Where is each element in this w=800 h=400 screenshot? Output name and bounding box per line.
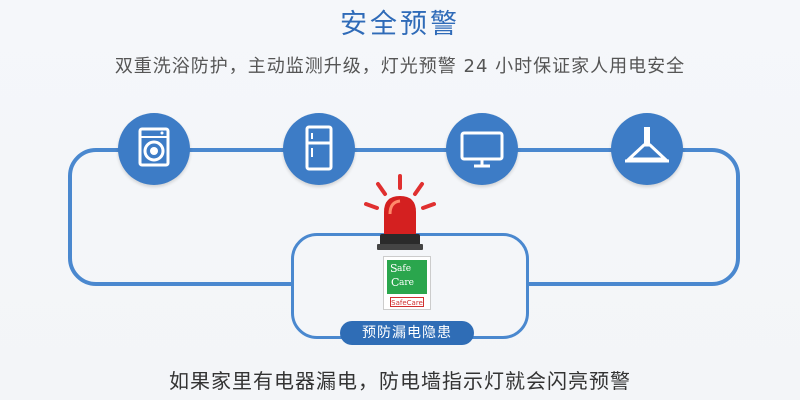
caption: 如果家里有电器漏电，防电墙指示灯就会闪亮预警 <box>169 369 631 393</box>
leak-prevention-badge: 预防漏电隐患 <box>340 321 474 345</box>
brand-mark: SafeCare <box>390 297 424 307</box>
warning-beacon-icon <box>360 172 440 254</box>
washing-machine-icon <box>118 113 190 185</box>
page-title: 安全预警 <box>340 9 460 40</box>
refrigerator-icon <box>283 113 355 185</box>
page-subtitle: 双重洗浴防护，主动监测升级，灯光预警 24 小时保证家人用电安全 <box>114 56 686 77</box>
range-hood-icon <box>611 113 683 185</box>
monitor-icon <box>446 113 518 185</box>
